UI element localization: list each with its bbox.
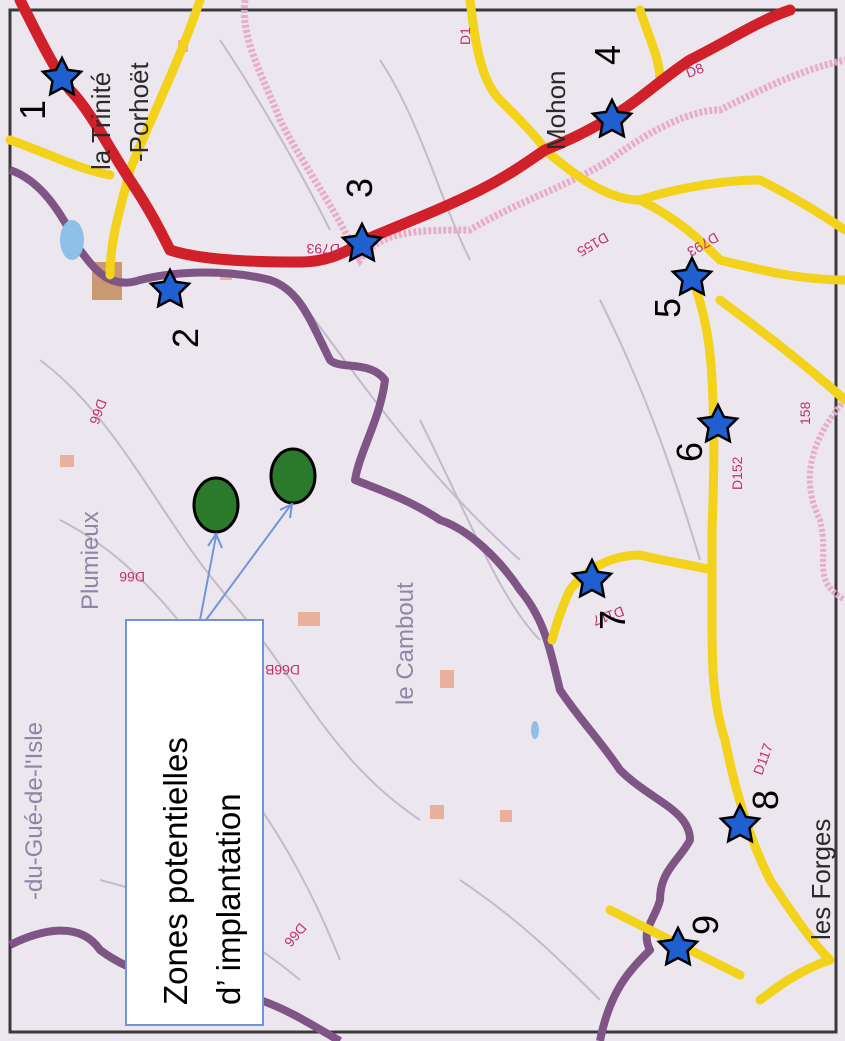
star-icon [656, 925, 700, 967]
place-labels: la Trinité -Porhoët Mohon Plumieux -du-G… [21, 62, 836, 940]
legend-arrows [199, 502, 294, 621]
star-icon [148, 267, 192, 309]
station-number-4: 4 [587, 45, 628, 65]
station-1[interactable] [40, 55, 84, 97]
station-6[interactable] [696, 402, 740, 444]
stations [40, 55, 762, 967]
star-icon [340, 221, 384, 263]
station-number-7: 7 [592, 610, 633, 630]
station-3[interactable] [340, 221, 384, 263]
zone-marker-2[interactable] [269, 447, 317, 505]
station-2[interactable] [148, 267, 192, 309]
road-label-d158: 158 [797, 401, 813, 425]
road-label-d66-b: D66 [119, 569, 145, 585]
arrow-head-icon [207, 531, 223, 549]
station-number-5: 5 [647, 298, 688, 318]
station-number-8: 8 [745, 790, 786, 810]
station-number-2: 2 [165, 328, 206, 348]
road-labels: D793 D793 D155 D152 D117 D117 D8 D1 D66 … [86, 27, 813, 950]
station-5[interactable] [670, 255, 714, 297]
place-gue-isle: -du-Gué-de-l'Isle [21, 722, 48, 900]
canton-border [240, 0, 845, 267]
place-plumieux: Plumieux [77, 511, 104, 610]
place-trinite-2: -Porhoët [124, 62, 154, 162]
star-icon [670, 255, 714, 297]
legend-box: Zones potentielles d’ implantation [125, 619, 264, 1026]
road-label-d793-a: D793 [306, 241, 340, 257]
road-label-d66b: D66B [265, 662, 300, 678]
place-forges: les Forges [806, 819, 836, 940]
station-9[interactable] [656, 925, 700, 967]
map-frame [8, 8, 838, 1034]
station-number-9: 9 [685, 915, 726, 935]
star-icon [590, 97, 634, 139]
station-number-3: 3 [339, 178, 380, 198]
zone-marker-1[interactable] [192, 476, 240, 534]
arrow-head-icon [279, 502, 294, 519]
station-4[interactable] [590, 97, 634, 139]
place-mohon: Mohon [541, 71, 571, 151]
secondary-roads [5, 0, 845, 1005]
road-label-d1: D1 [457, 27, 473, 45]
legend-box-frame [125, 619, 264, 1026]
station-8[interactable] [718, 802, 762, 844]
place-trinite-1: la Trinité [86, 72, 116, 170]
legend-line-2: d’ implantation [210, 793, 247, 1005]
station-number-6: 6 [669, 442, 710, 462]
legend-line-1: Zones potentielles [157, 737, 194, 1005]
station-numbers: 1 2 3 4 5 6 7 8 9 [12, 45, 786, 935]
star-icon [718, 802, 762, 844]
star-icon [696, 402, 740, 444]
canton-border-south [806, 398, 845, 603]
road-label-d8: D8 [684, 60, 706, 81]
water [60, 220, 539, 739]
road-label-d152: D152 [729, 456, 745, 490]
star-icon [570, 557, 614, 599]
minor-roads [39, 39, 701, 1001]
station-7[interactable] [570, 557, 614, 599]
station-number-1: 1 [12, 100, 53, 120]
star-icon [40, 55, 84, 97]
place-cambout: le Cambout [392, 582, 419, 705]
